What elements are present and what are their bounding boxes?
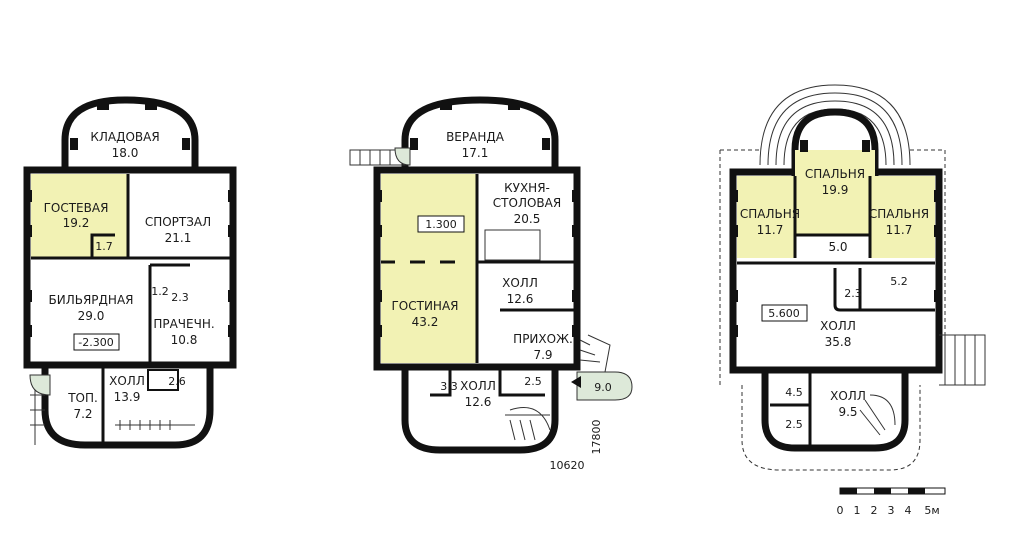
- guest-room: [31, 174, 128, 258]
- room-area: 20.5: [514, 212, 541, 226]
- room-area: 9.5: [838, 405, 857, 419]
- living-room: [381, 174, 476, 363]
- room-area: 4.5: [785, 386, 803, 399]
- room-area: 3.3: [440, 380, 458, 393]
- room-area: 13.9: [114, 390, 141, 404]
- room-area: 29.0: [78, 309, 105, 323]
- room-area: 7.2: [73, 407, 92, 421]
- room-area: 10.8: [171, 333, 198, 347]
- room-area: 2.3: [171, 291, 189, 304]
- room-label: СПАЛЬНЯ: [740, 207, 800, 221]
- room-label: ПРАЧЕЧН.: [153, 317, 214, 331]
- room-label: ТОП.: [67, 391, 98, 405]
- scale-tick: 5м: [924, 504, 939, 517]
- room-area: 2.6: [168, 375, 186, 388]
- room-label: СТОЛОВАЯ: [493, 196, 561, 210]
- room-area: 35.8: [825, 335, 852, 349]
- porch: [576, 371, 633, 401]
- scale-tick: 2: [871, 504, 878, 517]
- room-area: 19.9: [822, 183, 849, 197]
- room-area: 2.5: [524, 375, 542, 388]
- room-label: СПАЛЬНЯ: [869, 207, 929, 221]
- room-label: ХОЛЛ: [830, 389, 866, 403]
- storage-room: [61, 96, 199, 174]
- dimension-height: 17800: [590, 420, 603, 455]
- room-area: 1.2: [151, 285, 169, 298]
- room-label: ХОЛЛ: [109, 374, 145, 388]
- room-area: 5.2: [890, 275, 908, 288]
- room-label: ГОСТЕВАЯ: [44, 201, 109, 215]
- room-area: 5.0: [828, 240, 847, 254]
- room-area: 2.3: [844, 287, 862, 300]
- plan-ground: ВЕРАНДА 17.1 КУХНЯ- СТОЛОВАЯ 20.5 1.300 …: [349, 96, 633, 472]
- room-label: ХОЛЛ: [820, 319, 856, 333]
- floor-level: 5.600: [768, 307, 800, 320]
- room-area: 12.6: [465, 395, 492, 409]
- scale-tick: 0: [837, 504, 844, 517]
- scale-tick: 1: [854, 504, 861, 517]
- room-area: 19.2: [63, 216, 90, 230]
- room-area: 18.0: [112, 146, 139, 160]
- veranda: [401, 96, 559, 174]
- floor-level: 1.300: [425, 218, 457, 231]
- room-area: 7.9: [533, 348, 552, 362]
- room-label: ХОЛЛ: [460, 379, 496, 393]
- scale-tick: 3: [888, 504, 895, 517]
- room-area: 1.7: [95, 240, 113, 253]
- room-area: 11.7: [757, 223, 784, 237]
- plan-upper: СПАЛЬНЯ 19.9 СПАЛЬНЯ 11.7 СПАЛЬНЯ 11.7 5…: [719, 84, 986, 471]
- room-label: КЛАДОВАЯ: [90, 130, 159, 144]
- plan-basement: КЛАДОВАЯ 18.0 ГОСТЕВАЯ 19.2 СПОРТЗАЛ 21.…: [23, 96, 237, 449]
- room-label: КУХНЯ-: [504, 181, 550, 195]
- room-area: 2.5: [785, 418, 803, 431]
- dimension-width: 10620: [550, 459, 585, 472]
- room-label: ВЕРАНДА: [446, 130, 505, 144]
- room-label: СПОРТЗАЛ: [145, 215, 211, 229]
- room-area: 9.0: [594, 381, 612, 394]
- room-area: 21.1: [165, 231, 192, 245]
- room-area: 11.7: [886, 223, 913, 237]
- room-area: 43.2: [412, 315, 439, 329]
- room-label: ХОЛЛ: [502, 276, 538, 290]
- floor-level: -2.300: [78, 336, 113, 349]
- room-label: ПРИХОЖ.: [513, 332, 573, 346]
- bottom-bay: [401, 363, 559, 454]
- room-area: 12.6: [507, 292, 534, 306]
- bottom-bay: [761, 366, 909, 452]
- room-label: ГОСТИНАЯ: [391, 299, 458, 313]
- room-label: БИЛЬЯРДНАЯ: [49, 293, 134, 307]
- scale-bar: 0 1 2 3 4 5м: [837, 487, 946, 517]
- room-label: СПАЛЬНЯ: [805, 167, 865, 181]
- bottom-bay: [41, 361, 214, 449]
- bedroom-bay: [791, 108, 879, 182]
- room-area: 17.1: [462, 146, 489, 160]
- scale-tick: 4: [905, 504, 912, 517]
